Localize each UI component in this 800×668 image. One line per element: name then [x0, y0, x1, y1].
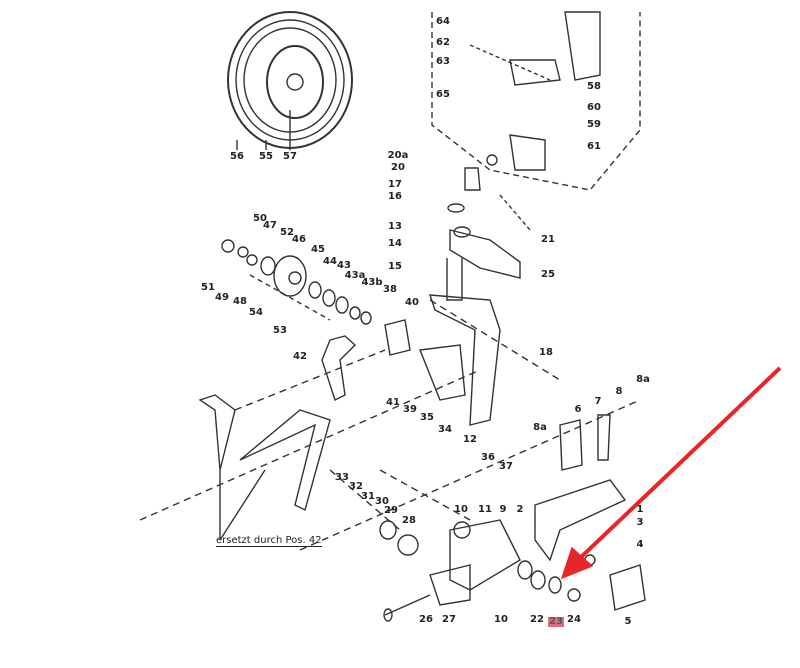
part-label-20a: 20a — [387, 150, 409, 161]
part-label-21: 21 — [541, 234, 555, 245]
part-label-13: 13 — [388, 221, 402, 232]
part-label-51: 51 — [201, 282, 215, 293]
part-label-23: 23 — [548, 616, 564, 627]
part-label-25: 25 — [541, 269, 555, 280]
part-label-20: 20 — [391, 162, 405, 173]
part-label-50: 50 — [253, 213, 267, 224]
lower-assembly — [379, 414, 646, 622]
part-label-28: 28 — [402, 515, 416, 526]
part-label-34: 34 — [438, 424, 452, 435]
part-label-59: 59 — [587, 119, 601, 130]
part-label-9: 9 — [499, 504, 507, 515]
part-label-22: 22 — [530, 614, 544, 625]
hub-assembly — [221, 239, 372, 325]
part-label-36: 36 — [481, 452, 495, 463]
wheel-drawing — [227, 11, 353, 150]
part-label-38: 38 — [383, 284, 397, 295]
part-label-39: 39 — [403, 404, 417, 415]
part-label-62: 62 — [436, 37, 450, 48]
part-label-4: 4 — [636, 539, 644, 550]
part-label-33: 33 — [335, 472, 349, 483]
part-label-12: 12 — [463, 434, 477, 445]
part-label-60: 60 — [587, 102, 601, 113]
part-label-35: 35 — [420, 412, 434, 423]
part-label-46: 46 — [292, 234, 306, 245]
part-label-29: 29 — [384, 505, 398, 516]
part-label-43a: 43a — [344, 270, 366, 281]
upper-frame-outline — [431, 12, 641, 191]
part-label-2: 2 — [516, 504, 524, 515]
part-label-52: 52 — [280, 227, 294, 238]
part-label-7: 7 — [594, 396, 602, 407]
part-label-5: 5 — [624, 616, 632, 627]
fork-parts — [198, 319, 466, 541]
swivel-arm — [429, 167, 531, 426]
part-label-65: 65 — [436, 89, 450, 100]
part-label-8: 8 — [615, 386, 623, 397]
part-label-30: 30 — [375, 496, 389, 507]
part-label-3: 3 — [636, 517, 644, 528]
part-label-41: 41 — [386, 397, 400, 408]
part-label-37: 37 — [499, 461, 513, 472]
part-label-44: 44 — [323, 256, 337, 267]
part-label-17: 17 — [388, 179, 402, 190]
part-label-6: 6 — [574, 404, 582, 415]
part-label-43b: 43b — [361, 277, 383, 288]
part-label-58: 58 — [587, 81, 601, 92]
part-label-8a: 8a — [533, 422, 547, 433]
part-label-54: 54 — [249, 307, 263, 318]
part-label-31: 31 — [361, 491, 375, 502]
part-label-32: 32 — [349, 481, 363, 492]
red-pointer-arrow — [560, 366, 782, 580]
part-label-42: 42 — [293, 351, 307, 362]
part-label-8a: 8a — [636, 374, 650, 385]
part-label-57: 57 — [283, 151, 297, 162]
part-label-43: 43 — [337, 260, 351, 271]
part-label-11: 11 — [478, 504, 492, 515]
dashed-guides — [139, 299, 641, 551]
part-label-48: 48 — [233, 296, 247, 307]
part-label-1: 1 — [636, 504, 644, 515]
part-label-61: 61 — [587, 141, 601, 152]
part-label-64: 64 — [436, 16, 450, 27]
part-label-27: 27 — [442, 614, 456, 625]
part-label-24: 24 — [567, 614, 581, 625]
part-label-16: 16 — [388, 191, 402, 202]
part-label-26: 26 — [419, 614, 433, 625]
part-label-49: 49 — [215, 292, 229, 303]
part-label-55: 55 — [259, 151, 273, 162]
upper-bracket — [469, 11, 601, 171]
part-label-63: 63 — [436, 56, 450, 67]
part-label-40: 40 — [405, 297, 419, 308]
part-label-10: 10 — [494, 614, 508, 625]
replacement-note: ersetzt durch Pos. 42 — [216, 535, 322, 547]
part-label-14: 14 — [388, 238, 402, 249]
part-label-18: 18 — [539, 347, 553, 358]
part-label-56: 56 — [230, 151, 244, 162]
part-label-47: 47 — [263, 220, 277, 231]
part-label-15: 15 — [388, 261, 402, 272]
part-label-45: 45 — [311, 244, 325, 255]
part-label-53: 53 — [273, 325, 287, 336]
part-label-10: 10 — [454, 504, 468, 515]
